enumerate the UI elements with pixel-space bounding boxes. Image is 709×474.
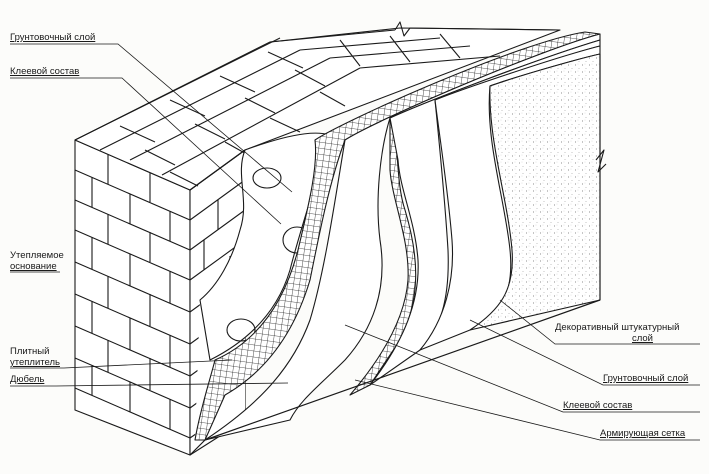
decorative-plaster-layer xyxy=(469,53,607,331)
label-mesh: Армирующая сетка xyxy=(600,428,686,439)
leader-lines xyxy=(10,43,700,441)
brick-front-face xyxy=(74,139,191,456)
label-adhesive-top: Клеевой состав xyxy=(10,66,80,77)
brick-top-face xyxy=(74,21,561,191)
label-dowel: Дюбель xyxy=(10,374,45,385)
label-slab-line2: утеплитель xyxy=(10,357,60,368)
adhesive-dab xyxy=(252,167,282,189)
label-base-line1: Утепляемое xyxy=(10,250,64,261)
label-base-line2: основание xyxy=(10,261,57,272)
label-primer-right: Грунтовочный слой xyxy=(603,373,689,384)
label-primer-top: Грунтовочный слой xyxy=(10,32,96,43)
finish-coat xyxy=(419,45,601,351)
label-adhesive-right: Клеевой состав xyxy=(563,400,633,411)
base-coat-sheet xyxy=(204,33,601,441)
mesh-band-middle xyxy=(349,117,417,396)
label-plaster-line2: слой xyxy=(632,333,653,344)
adhesive-dab xyxy=(226,318,256,342)
primer-layer xyxy=(369,39,601,386)
reinforcing-mesh-layer xyxy=(194,31,601,441)
label-slab-line1: Плитный xyxy=(10,346,50,357)
label-plaster-line1: Декоративный штукатурный xyxy=(555,322,680,333)
